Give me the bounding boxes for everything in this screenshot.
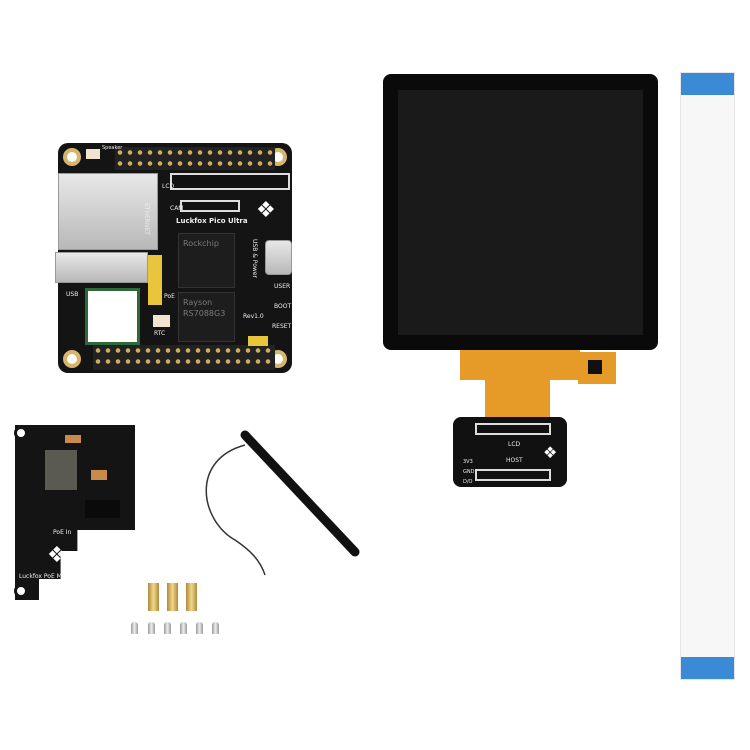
boot-button-label: BOOT	[274, 303, 292, 310]
screw	[164, 622, 171, 634]
poe-label: PoE	[164, 293, 175, 300]
ethernet-label: ETHERNET	[143, 203, 150, 235]
mounting-hole	[63, 350, 81, 368]
lcd-connector	[170, 173, 290, 190]
poe-module: PoE In ❖ Luckfox PoE Module	[15, 425, 135, 600]
fpc-flex-cable	[485, 378, 550, 420]
brass-standoff	[148, 583, 159, 611]
ethernet-jack	[58, 173, 158, 250]
screw	[148, 622, 155, 634]
luckfox-pico-ultra-board: LCD CAM ETHERNET Luckfox Pico Ultra ❖ Ro…	[55, 143, 292, 373]
capacitor	[65, 435, 81, 443]
soc-brand: Rockchip	[183, 239, 219, 248]
pin-label: 3V3	[463, 459, 473, 465]
mounting-hole	[14, 584, 28, 598]
pin-label: D/O	[463, 479, 473, 485]
usb-power-label: USB & Power	[251, 239, 258, 278]
touch-ic	[588, 360, 602, 374]
poe-module-name: Luckfox PoE Module	[19, 573, 79, 580]
lcd-label: LCD	[162, 183, 175, 190]
usb-a-port	[55, 252, 148, 283]
user-label: USER	[274, 283, 291, 290]
usb-label: USB	[66, 291, 79, 298]
cable-tip-bottom	[681, 657, 734, 679]
lcd-adapter-board: LCD HOST 3V3 GND D/O ❖	[453, 417, 567, 487]
screw	[180, 622, 187, 634]
host-fpc-connector	[475, 469, 551, 481]
rtc-connector	[153, 315, 170, 327]
adapter-lcd-label: LCD	[508, 441, 521, 448]
luckfox-logo: ❖	[47, 543, 67, 568]
flash-part: RS7088G3	[183, 309, 226, 318]
cam-connector	[180, 200, 240, 212]
rev-label: Rev1.0	[243, 313, 264, 320]
touch-controller-flex	[578, 352, 616, 384]
jumper	[248, 336, 268, 346]
inductor	[45, 450, 77, 490]
speaker-connector	[86, 149, 100, 159]
screw	[212, 622, 219, 634]
adapter-host-label: HOST	[506, 457, 523, 464]
poe-header	[148, 255, 162, 305]
rockchip-soc: Rockchip	[178, 233, 235, 288]
ffc-ribbon-cable	[680, 72, 735, 680]
wifi-module	[85, 288, 140, 345]
antenna-rod	[240, 430, 360, 557]
luckfox-logo: ❖	[543, 443, 558, 462]
gpio-header-top	[115, 147, 275, 170]
ic	[85, 500, 120, 518]
rtc-label: RTC	[154, 330, 166, 337]
brass-standoff	[186, 583, 197, 611]
brass-standoff	[167, 583, 178, 611]
mounting-hole	[14, 426, 28, 440]
mounting-hole	[63, 148, 81, 166]
gpio-header-bottom	[93, 345, 275, 370]
speaker-label: Speaker	[102, 145, 123, 151]
screw	[131, 622, 138, 634]
antenna-cable	[205, 444, 266, 576]
board-name: Luckfox Pico Ultra	[176, 217, 248, 225]
display-area	[398, 90, 643, 335]
lcd-fpc-connector	[475, 423, 551, 435]
reset-label: RESET	[272, 323, 292, 330]
luckfox-logo: ❖	[256, 198, 276, 223]
poe-in-label: PoE In	[53, 529, 72, 536]
capacitor	[91, 470, 107, 480]
cam-label: CAM	[170, 205, 184, 212]
screw	[196, 622, 203, 634]
pin-label: GND	[463, 469, 475, 475]
lcd-touchscreen	[383, 74, 658, 350]
cable-tip-top	[681, 73, 734, 95]
fpc-flex-top	[460, 350, 580, 380]
wifi-antenna	[205, 430, 360, 576]
flash-brand: Rayson	[183, 298, 213, 307]
usb-c-port	[265, 240, 292, 275]
